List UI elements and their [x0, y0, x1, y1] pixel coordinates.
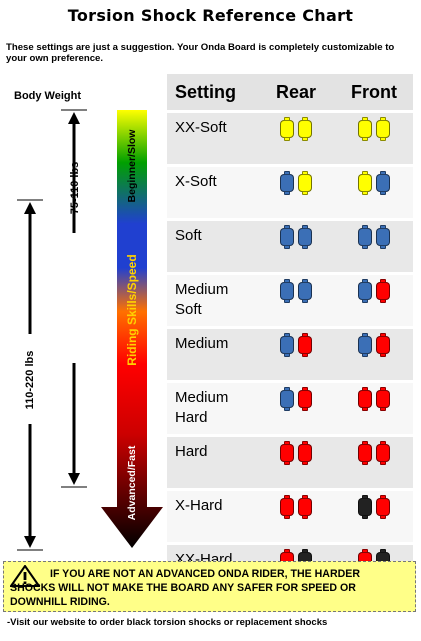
- front-column-header: Front: [335, 74, 413, 113]
- setting-name: Soft: [175, 227, 202, 244]
- red-shock-icon: [376, 441, 390, 465]
- table-row: Medium Hard: [167, 380, 413, 436]
- rear-column-header: Rear: [257, 74, 335, 113]
- blue-shock-icon: [280, 171, 294, 195]
- rear-shocks-cell: [257, 164, 335, 220]
- blue-shock-icon: [358, 279, 372, 303]
- yellow-shock-icon: [358, 117, 372, 141]
- yellow-shock-icon: [280, 117, 294, 141]
- blue-shock-icon: [280, 387, 294, 411]
- blue-shock-icon: [358, 225, 372, 249]
- front-shocks-cell: [335, 434, 413, 490]
- setting-name: Medium Hard: [175, 389, 229, 426]
- yellow-shock-icon: [298, 171, 312, 195]
- red-shock-icon: [298, 441, 312, 465]
- skill-speed-gradient-arrow: [101, 110, 163, 548]
- setting-name-cell: X-Hard: [167, 488, 257, 544]
- blue-shock-icon: [280, 333, 294, 357]
- rear-shocks-cell: [257, 272, 335, 328]
- front-shocks-cell: [335, 218, 413, 274]
- table-row: X-Soft: [167, 164, 413, 220]
- blue-shock-icon: [298, 279, 312, 303]
- rear-shocks-cell: [257, 434, 335, 490]
- setting-name: Medium: [175, 335, 229, 352]
- advanced-fast-label: Advanced/Fast: [126, 445, 138, 521]
- blue-shock-icon: [280, 279, 294, 303]
- red-shock-icon: [376, 279, 390, 303]
- setting-column-header: Setting: [167, 74, 257, 113]
- warning-box: IF YOU ARE NOT AN ADVANCED ONDA RIDER, T…: [3, 561, 416, 612]
- blue-shock-icon: [298, 225, 312, 249]
- front-shocks-cell: [335, 272, 413, 328]
- red-shock-icon: [280, 495, 294, 519]
- front-shocks-cell: [335, 164, 413, 220]
- setting-name-cell: Hard: [167, 434, 257, 490]
- yellow-shock-icon: [298, 117, 312, 141]
- warning-triangle-icon: [10, 565, 40, 587]
- table-row: X-Hard: [167, 488, 413, 544]
- table-row: Soft: [167, 218, 413, 274]
- setting-name-cell: Soft: [167, 218, 257, 274]
- table-row: Medium: [167, 326, 413, 382]
- rear-shocks-cell: [257, 110, 335, 166]
- setting-name: X-Hard: [175, 497, 223, 514]
- page-title: Torsion Shock Reference Chart: [67, 6, 354, 25]
- lower-weight-range-arrow: [17, 199, 43, 551]
- red-shock-icon: [358, 387, 372, 411]
- rear-shocks-cell: [257, 488, 335, 544]
- red-shock-icon: [298, 495, 312, 519]
- black-shock-icon: [358, 495, 372, 519]
- upper-weight-range-arrow: [61, 109, 87, 488]
- red-shock-icon: [298, 333, 312, 357]
- setting-name-cell: Medium Soft: [167, 272, 257, 328]
- red-shock-icon: [376, 387, 390, 411]
- table-row: Medium Soft: [167, 272, 413, 328]
- setting-name: X-Soft: [175, 173, 217, 190]
- setting-name-cell: Medium: [167, 326, 257, 382]
- red-shock-icon: [376, 333, 390, 357]
- setting-name: Hard: [175, 443, 208, 460]
- blue-shock-icon: [358, 333, 372, 357]
- blue-shock-icon: [376, 225, 390, 249]
- upper-weight-range-label: 75-110 lbs: [69, 161, 81, 215]
- front-shocks-cell: [335, 488, 413, 544]
- setting-name: XX-Soft: [175, 119, 227, 136]
- red-shock-icon: [280, 441, 294, 465]
- rear-shocks-cell: [257, 326, 335, 382]
- red-shock-icon: [358, 441, 372, 465]
- riding-skills-speed-label: Riding Skills/Speed: [125, 254, 139, 366]
- red-shock-icon: [298, 387, 312, 411]
- rear-shocks-cell: [257, 380, 335, 436]
- setting-name-cell: XX-Soft: [167, 110, 257, 166]
- front-shocks-cell: [335, 326, 413, 382]
- warning-text: IF YOU ARE NOT AN ADVANCED ONDA RIDER, T…: [10, 568, 360, 608]
- blue-shock-icon: [280, 225, 294, 249]
- red-shock-icon: [376, 495, 390, 519]
- beginner-slow-label: Beginner/Slow: [126, 129, 138, 203]
- setting-name: Medium Soft: [175, 281, 229, 318]
- table-header-row: Setting Rear Front: [167, 74, 413, 113]
- yellow-shock-icon: [376, 117, 390, 141]
- lower-weight-range-label: 110-220 lbs: [24, 350, 36, 410]
- yellow-shock-icon: [358, 171, 372, 195]
- blue-shock-icon: [376, 171, 390, 195]
- rear-shocks-cell: [257, 218, 335, 274]
- setting-name-cell: X-Soft: [167, 164, 257, 220]
- suggestion-note: These settings are just a suggestion. Yo…: [6, 42, 395, 64]
- table-row: Hard: [167, 434, 413, 490]
- setting-name-cell: Medium Hard: [167, 380, 257, 436]
- body-weight-label: Body Weight: [14, 90, 82, 102]
- front-shocks-cell: [335, 110, 413, 166]
- front-shocks-cell: [335, 380, 413, 436]
- table-row: XX-Soft: [167, 110, 413, 166]
- website-footer-note: -Visit our website to order black torsio…: [7, 617, 328, 628]
